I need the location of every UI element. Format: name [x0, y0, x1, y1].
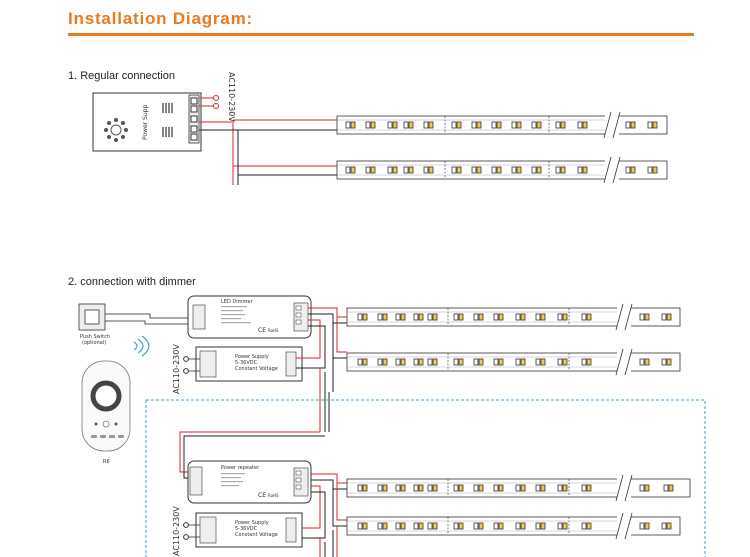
led-strip-3a [346, 474, 691, 502]
dimmer-1-rohs: RoHS [268, 328, 279, 333]
ac-voltage-label-2: AC110-230V [172, 344, 181, 394]
section1-wires [199, 119, 337, 185]
push-switch: Push Switch (optional) [78, 303, 110, 346]
section-2-label: 2. connection with dimmer [68, 276, 196, 288]
ps-3-const: Constant Voltage [235, 532, 278, 538]
remote-label: R6 [103, 459, 110, 465]
ps-3-name: Power Supply [235, 520, 269, 526]
power-supply-3: Power Supply 5-36VDC Constant Voltage [183, 512, 303, 548]
ac-voltage-label-3: AC110-230V [172, 506, 181, 556]
led-strip-1b [336, 156, 668, 184]
led-strip-1a [336, 111, 668, 139]
power-supply-2: Power Supply 5-36VDC Constant Voltage [183, 346, 303, 382]
repeater-rohs: RoHS [268, 493, 279, 498]
section2-bottom-wires [179, 431, 347, 557]
section2-top-wires [296, 307, 347, 432]
led-strip-3b [346, 512, 681, 540]
dimmer-1-ce: CE [258, 327, 266, 334]
repeater-name: Power repeater [221, 465, 260, 471]
push-switch-optional: (optional) [82, 340, 106, 346]
power-supp-label: Power Supp [142, 105, 149, 140]
ps-2-voltage: 5-36VDC [235, 360, 258, 366]
led-dimmer-1: LED Dimmer CE RoHS [187, 295, 312, 339]
ac-voltage-label-1: AC110-230V [227, 72, 236, 122]
power-supply-1: Power Supp [92, 92, 219, 152]
fan-icon [104, 118, 128, 142]
repeater-ce: CE [258, 492, 266, 499]
push-switch-label: Push Switch [80, 334, 110, 340]
dimmer-1-name: LED Dimmer [221, 299, 253, 305]
title-underline [68, 33, 694, 36]
led-strip-2a [346, 303, 681, 331]
page-title: Installation Diagram: [68, 9, 253, 28]
power-repeater: Power repeater CE RoHS [187, 460, 312, 504]
ps-3-voltage: 5-36VDC [235, 526, 258, 532]
repeater-frame [145, 399, 706, 557]
ps-2-name: Power Supply [235, 354, 269, 360]
ps-2-const: Constant Voltage [235, 366, 278, 372]
led-strip-2b [346, 348, 681, 376]
wireless-signal-icon [133, 335, 150, 357]
remote-control: R6 [81, 360, 131, 465]
section-1-label: 1. Regular connection [68, 70, 176, 82]
